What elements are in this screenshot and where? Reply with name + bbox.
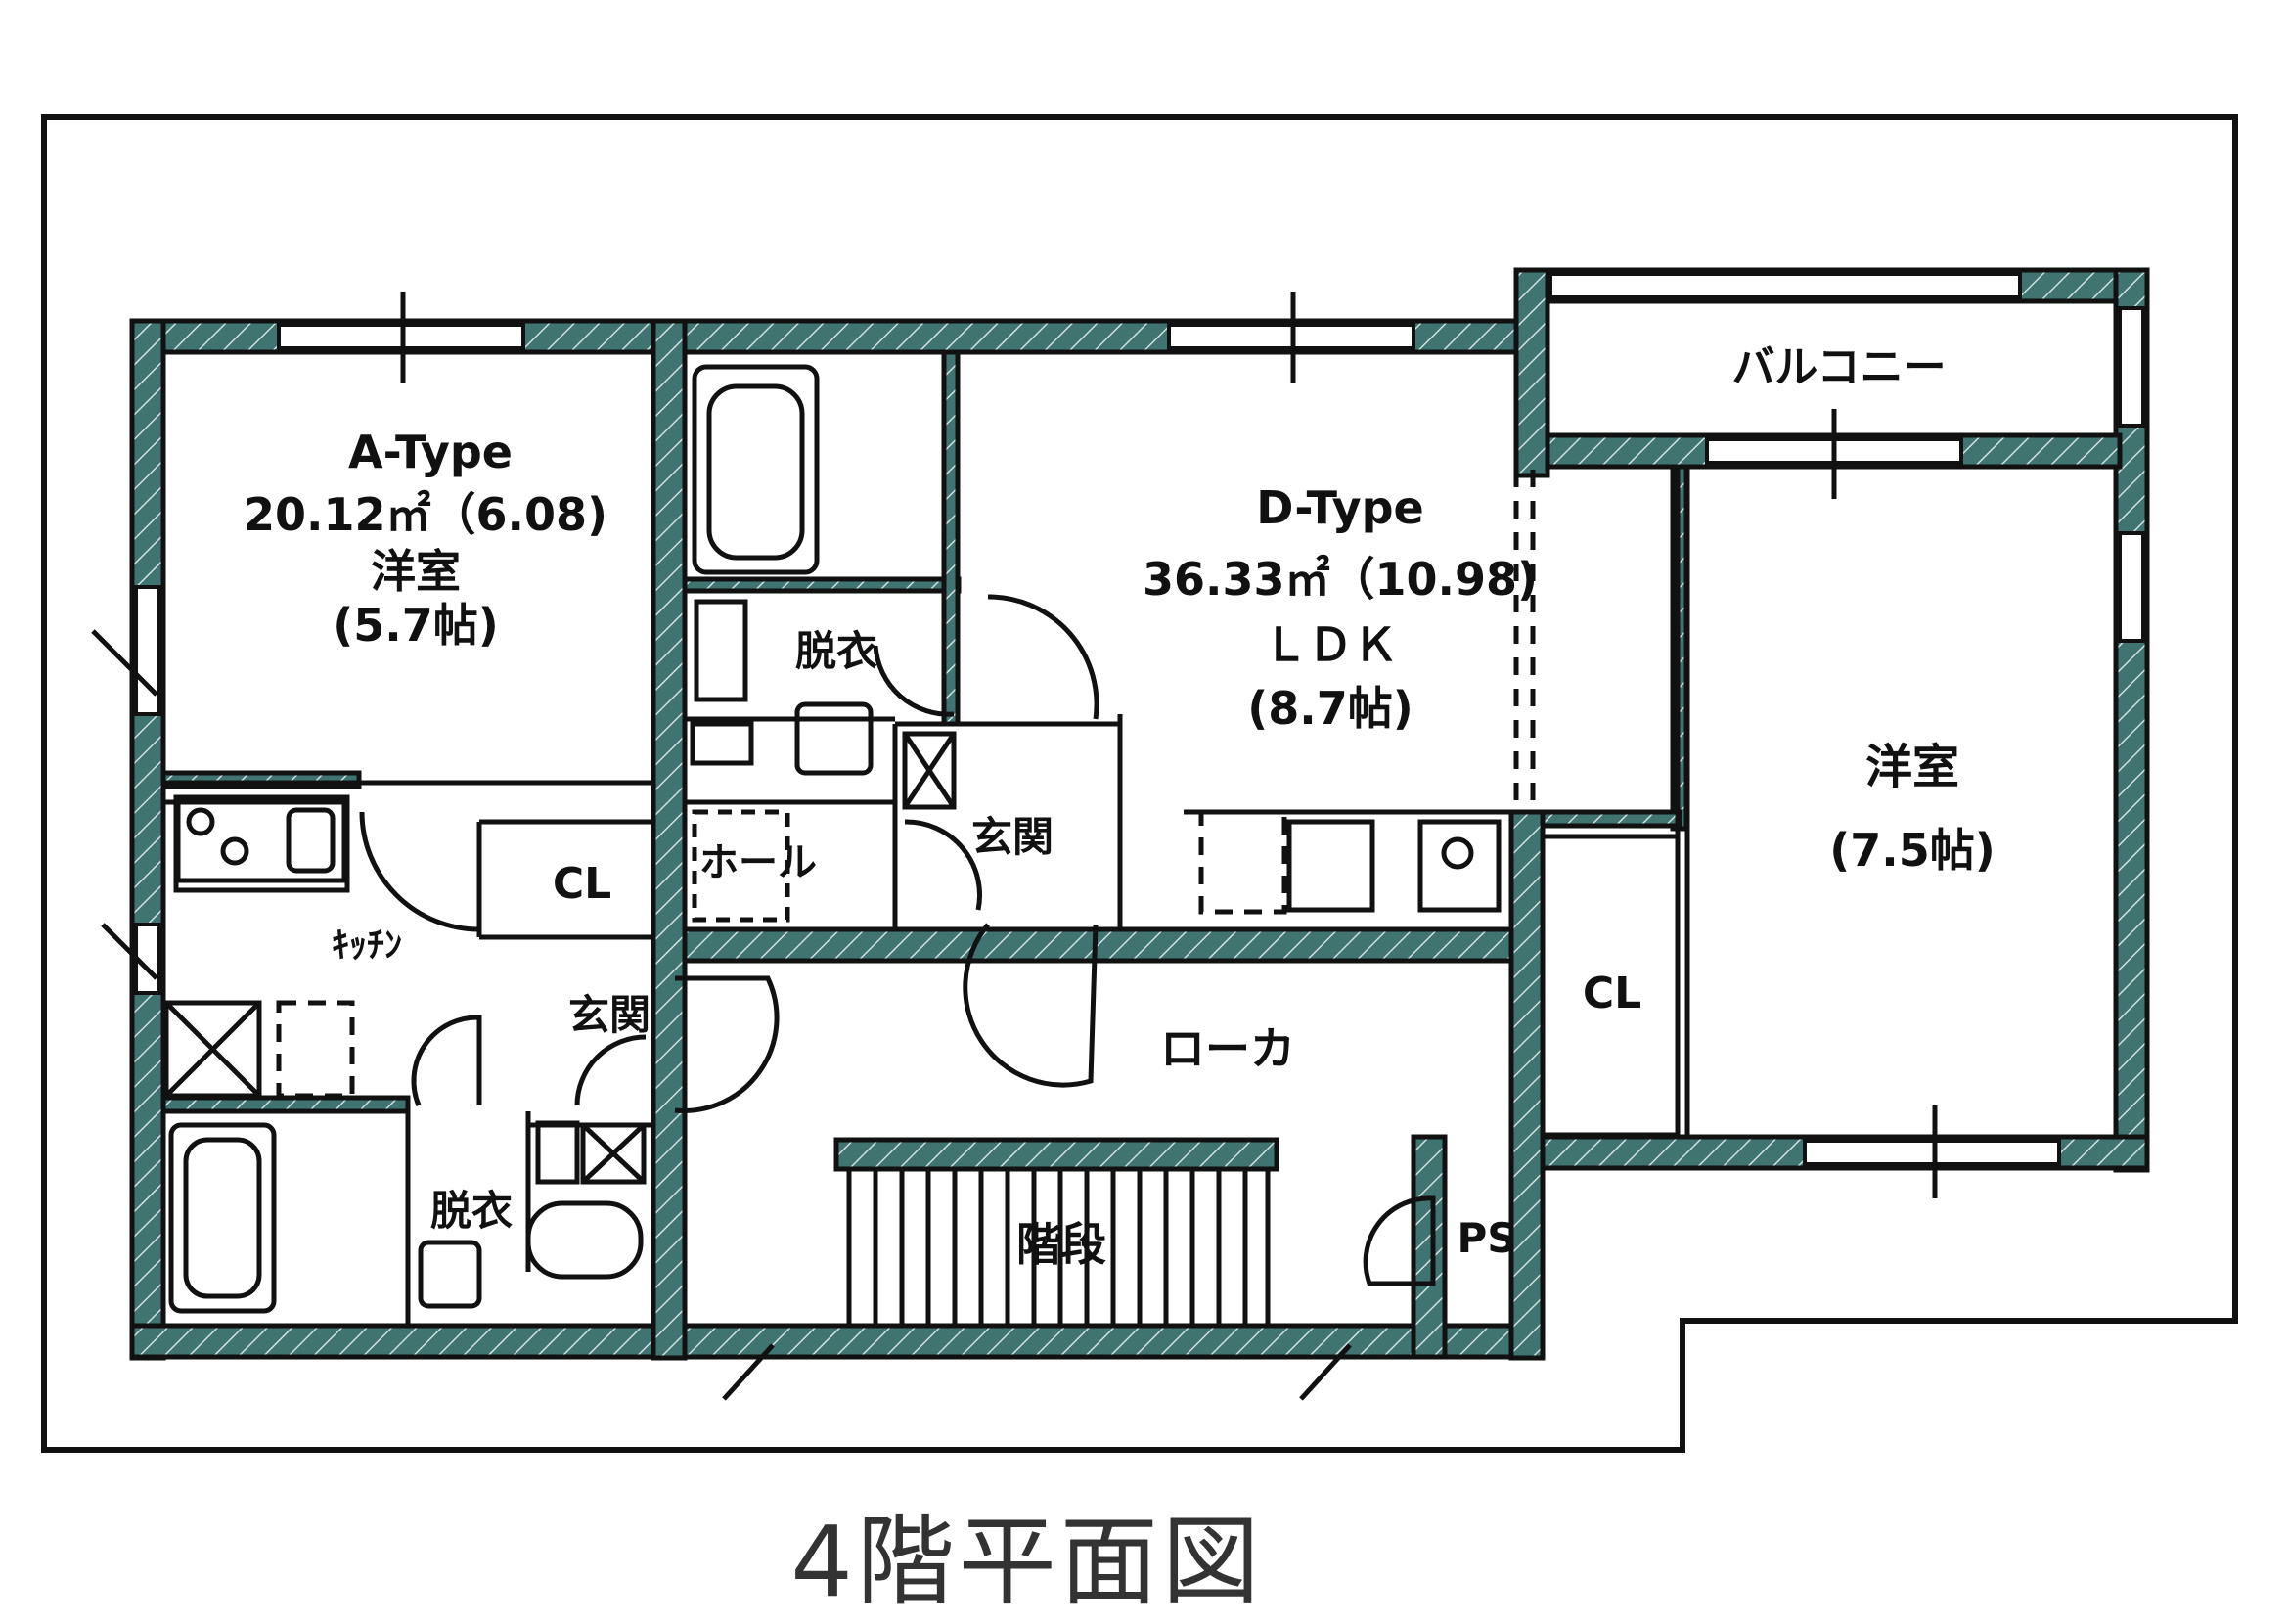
door-swing-icon: [904, 819, 983, 911]
window-markers: [91, 292, 1938, 1401]
door-swing-icon: [359, 811, 480, 932]
room-labels: A-Type 20.12㎡（6.08) 洋室 (5.7帖) D-Type 36.…: [244, 342, 1996, 1271]
stairs-label: 階段: [1016, 1218, 1106, 1271]
ps-label: PS: [1457, 1214, 1516, 1262]
washing-machine-icon: [1198, 809, 1287, 915]
a-type-size: (5.7帖): [333, 599, 499, 652]
entrance-d-label: 玄関: [971, 813, 1054, 861]
door-swing-icon: [987, 594, 1099, 720]
western-room-label: 洋室: [1865, 740, 1959, 794]
toilet-icon: [525, 1200, 644, 1280]
sink-icon: [175, 799, 347, 883]
sink-icon: [1286, 819, 1375, 913]
door-swing-icon: [674, 975, 780, 1113]
d-type-area: 36.33㎡（10.98): [1143, 553, 1538, 606]
d-type-name: D-Type: [1256, 481, 1423, 534]
washbasin-icon: [418, 1240, 482, 1309]
d-type-size: (8.7帖): [1247, 682, 1413, 735]
bathtub-icon: [168, 1122, 277, 1314]
a-type-room: 洋室: [371, 545, 461, 598]
washing-machine-icon: [276, 1000, 355, 1099]
corridor-label: ローカ: [1160, 1022, 1295, 1075]
dressing-d-label: 脱衣: [795, 627, 877, 675]
stove-icon: [1417, 819, 1502, 913]
bathtub-icon: [692, 364, 820, 575]
entrance-a-label: 玄関: [568, 991, 651, 1039]
floor-plan-caption: 4階平面図: [790, 1505, 1264, 1619]
closet-a-label: CL: [553, 859, 611, 909]
door-swing-icon: [574, 1034, 647, 1106]
closet-d-label: CL: [1583, 969, 1641, 1018]
stove-icon: [186, 807, 215, 836]
door-swing-icon: [1363, 1195, 1436, 1286]
door-swing-icon: [963, 923, 1099, 1088]
a-type-name: A-Type: [348, 426, 513, 478]
a-type-area: 20.12㎡（6.08): [244, 488, 607, 541]
door-swing-icon: [873, 645, 955, 717]
hall-label: ホール: [699, 840, 817, 885]
a-type-fixtures: [163, 799, 647, 1314]
site-boundary: [41, 114, 2238, 1453]
door-swing-icon: [411, 1015, 482, 1106]
d-type-fixtures: [690, 364, 1502, 923]
kitchen-label: ｷｯﾁﾝ: [332, 925, 402, 966]
washbasin-icon: [794, 701, 874, 776]
d-type-room: ＬＤＫ: [1263, 618, 1398, 671]
stairs-icon: [833, 1137, 1279, 1326]
balcony-label: バルコニー: [1731, 342, 1946, 392]
western-room-size: (7.5帖): [1829, 824, 1996, 877]
dressing-a-label: 脱衣: [430, 1187, 513, 1235]
